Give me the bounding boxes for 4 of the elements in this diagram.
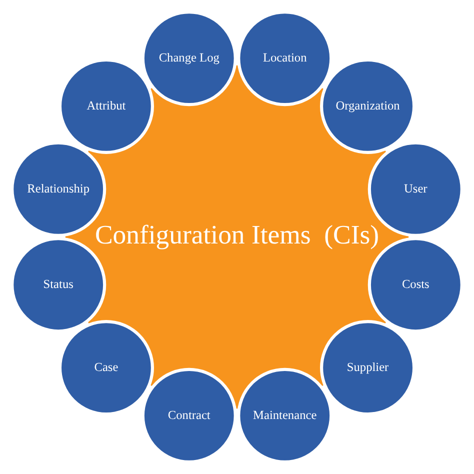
node-circle: Change Log <box>141 10 237 106</box>
node-circle: Contract <box>141 368 237 464</box>
node-circle: Location <box>237 10 333 106</box>
node-circle: Maintenance <box>237 368 333 464</box>
